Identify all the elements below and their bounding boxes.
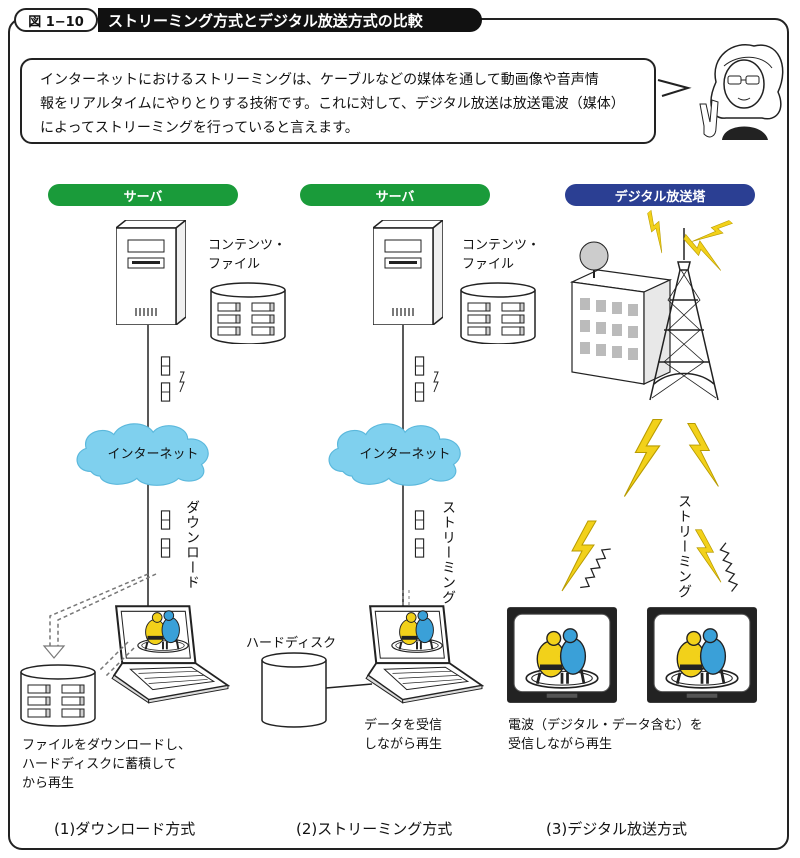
streaming-vertical-label-1: ストリーミング [440, 500, 456, 605]
radio-wave-icon [718, 542, 740, 593]
packet-icon [160, 382, 171, 402]
content-disk-icon [210, 282, 286, 344]
download-note: ファイルをダウンロードし、 ハードディスクに蓄積して から再生 [22, 736, 191, 793]
explanation-line: 報をリアルタイムにやりとりする技術です。これに対して、デジタル放送は放送電波（媒… [40, 96, 625, 112]
packet-icon [160, 510, 171, 530]
signal-mark [433, 371, 439, 393]
local-disk-icon [20, 664, 96, 727]
broadcast-building-icon [569, 241, 673, 385]
explanation-bubble: インターネットにおけるストリーミングは、ケーブルなどの媒体を通して動画像や音声情… [20, 58, 656, 144]
content-disk-icon [460, 282, 536, 344]
note-line: から再生 [22, 776, 75, 791]
caption-streaming: (2)ストリーミング方式 [296, 820, 453, 838]
note-line: しながら再生 [364, 737, 443, 752]
note-line: 受信しながら再生 [508, 737, 613, 752]
note-line: ハードディスクに蓄積して [22, 757, 177, 772]
packet-icon [414, 356, 425, 376]
tower-header: デジタル放送塔 [565, 184, 755, 206]
explanation-line: インターネットにおけるストリーミングは、ケーブルなどの媒体を通して動画像や音声情 [40, 72, 599, 88]
content-file-label-1: コンテンツ・ ファイル [208, 236, 286, 274]
internet-label-2: インターネット [359, 447, 451, 462]
caption-download: (1)ダウンロード方式 [54, 820, 196, 838]
internet-label-1: インターネット [107, 447, 199, 462]
note-line: データを受信 [364, 718, 443, 733]
packet-icon [414, 538, 425, 558]
download-arrowhead [42, 645, 66, 659]
hard-disk-icon [261, 652, 327, 728]
packet-icon [160, 356, 171, 376]
lightning-bolt-icon [623, 418, 663, 498]
streaming-vertical-label-2: ストリーミング [676, 494, 692, 599]
note-line: 電波（デジタル・データ含む）を [508, 718, 703, 733]
content-file-label-2: コンテンツ・ ファイル [462, 236, 540, 274]
download-vertical-label: ダウンロード [184, 500, 200, 590]
download-arrow [49, 573, 157, 677]
signal-mark [179, 371, 185, 393]
speaker-character-icon [657, 44, 784, 140]
explanation-line: によってストリーミングを行っていると言えます。 [40, 120, 359, 136]
server-icon [116, 220, 186, 325]
content-file-label-line: コンテンツ・ [462, 238, 541, 253]
content-file-label-line: コンテンツ・ [208, 238, 287, 253]
lightning-bolt-icon [687, 422, 719, 488]
server-header-1: サーバ [48, 184, 238, 206]
server-header-2: サーバ [300, 184, 490, 206]
lightning-bolt-icon [694, 529, 722, 583]
disk-connection [325, 683, 373, 689]
streaming-note: データを受信 しながら再生 [364, 716, 442, 754]
hard-disk-label: ハードディスク [246, 636, 337, 651]
content-file-label-line: ファイル [462, 257, 515, 272]
packet-icon [414, 510, 425, 530]
figure-title: ストリーミング方式とデジタル放送方式の比較 [98, 8, 482, 32]
packet-icon [414, 382, 425, 402]
broadcast-tower-icon [649, 228, 719, 401]
server-icon [373, 220, 443, 325]
broadcast-note: 電波（デジタル・データ含む）を 受信しながら再生 [508, 716, 703, 754]
lightning-bolt-icon [561, 520, 597, 592]
note-line: ファイルをダウンロードし、 [22, 738, 192, 753]
content-file-label-line: ファイル [208, 257, 261, 272]
figure-number: 図 1−10 [14, 8, 98, 32]
lightning-bolt-icon [635, 209, 678, 254]
packet-icon [160, 538, 171, 558]
caption-broadcast: (3)デジタル放送方式 [546, 820, 687, 838]
